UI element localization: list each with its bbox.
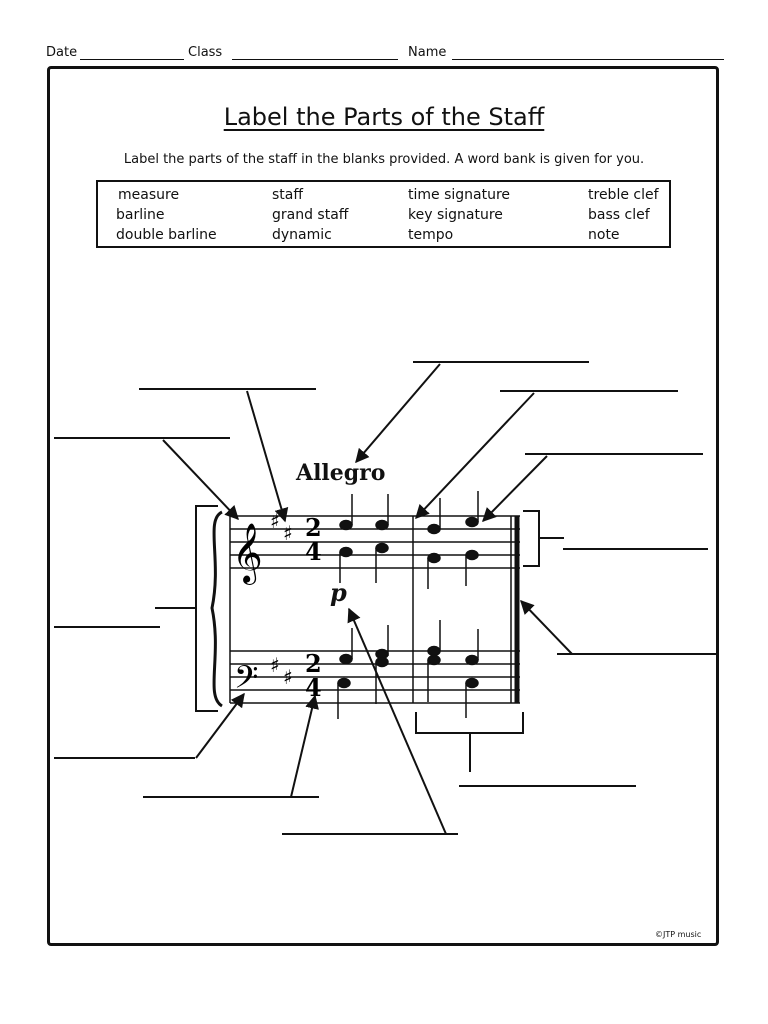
- word-bank-item: treble clef: [588, 187, 659, 203]
- date-field[interactable]: [80, 59, 184, 60]
- class-label: Class: [188, 45, 223, 60]
- word-bank-item: grand staff: [272, 207, 349, 223]
- notes-bass: [337, 620, 479, 719]
- pointer-arrows: [155, 363, 573, 835]
- instructions-text: Label the parts of the staff in the blan…: [123, 152, 645, 167]
- brace: [210, 510, 223, 708]
- class-field[interactable]: [232, 59, 398, 60]
- word-bank-item: barline: [116, 207, 165, 223]
- word-bank-item: measure: [118, 187, 180, 203]
- svg-text:♯: ♯: [270, 509, 280, 533]
- svg-text:4: 4: [305, 673, 322, 702]
- staff-bracket: [523, 510, 564, 567]
- svg-text:4: 4: [305, 537, 322, 566]
- word-bank-item: double barline: [116, 227, 217, 243]
- svg-text:♯: ♯: [283, 665, 293, 689]
- word-bank-item: note: [588, 227, 620, 243]
- svg-text:2: 2: [305, 649, 322, 678]
- answer-blanks[interactable]: [54, 361, 718, 835]
- date-label: Date: [46, 45, 78, 60]
- key-signature-bass: ♯♯: [270, 653, 293, 689]
- svg-text:2: 2: [305, 513, 322, 542]
- dynamic-marking: p: [330, 578, 347, 607]
- word-bank-item: dynamic: [272, 227, 332, 243]
- svg-text:♯: ♯: [270, 653, 280, 677]
- word-bank-item: tempo: [408, 227, 454, 243]
- word-bank: measure barline double barline staff gra…: [96, 180, 671, 248]
- word-bank-item: key signature: [408, 207, 503, 223]
- time-signature-bass: 2 4: [305, 649, 322, 702]
- copyright-text: ©JTP music: [655, 930, 702, 939]
- notes-treble: [339, 491, 479, 589]
- tempo-marking: Allegro: [296, 460, 386, 486]
- measure-bracket: [415, 712, 524, 772]
- name-field[interactable]: [452, 59, 724, 60]
- time-signature-treble: 2 4: [305, 513, 322, 566]
- word-bank-item: time signature: [408, 187, 511, 203]
- svg-text:♯: ♯: [283, 521, 293, 545]
- key-signature-treble: ♯♯: [270, 509, 293, 545]
- treble-clef-icon: 𝄞: [232, 523, 263, 585]
- word-bank-item: staff: [272, 187, 304, 203]
- bass-clef-icon: 𝄢: [234, 659, 258, 703]
- worksheet-border: [47, 66, 719, 946]
- name-label: Name: [408, 45, 447, 60]
- word-bank-item: bass clef: [588, 207, 650, 223]
- page-title: Label the Parts of the Staff: [223, 103, 545, 131]
- worksheet-header: Date Class Name: [46, 45, 726, 65]
